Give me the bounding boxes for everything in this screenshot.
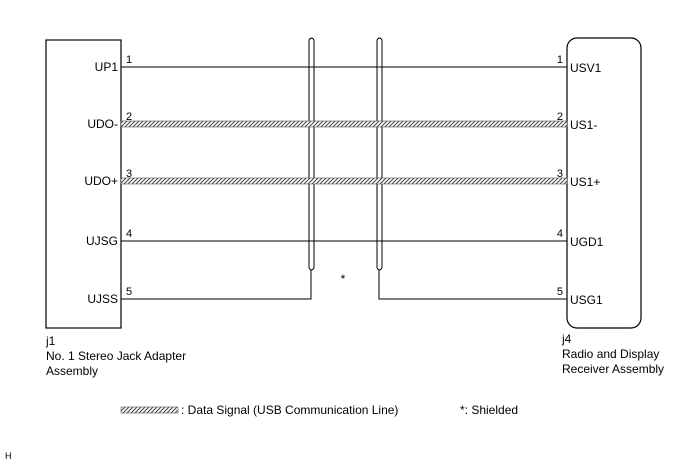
right-signal-4: UGD1 bbox=[570, 235, 604, 249]
right-signal-2: US1- bbox=[570, 118, 597, 132]
wire-5-left-segment bbox=[121, 270, 312, 300]
left-signal-3: UDO+ bbox=[84, 174, 118, 188]
right-pin-4: 4 bbox=[557, 228, 563, 240]
wire-5-right-segment bbox=[378, 270, 567, 300]
legend-data-signal-label: : Data Signal (USB Communication Line) bbox=[181, 403, 398, 417]
right-signal-1: USV1 bbox=[570, 61, 602, 75]
left-pin-4: 4 bbox=[126, 228, 132, 240]
shield-mark: * bbox=[341, 272, 346, 286]
left-component-id: j1 bbox=[45, 334, 56, 348]
right-pin-1: 1 bbox=[557, 54, 563, 66]
shield-sleeve bbox=[308, 37, 383, 271]
left-pin-5: 5 bbox=[126, 286, 132, 298]
right-component-name-line2: Receiver Assembly bbox=[562, 362, 664, 376]
legend-shielded-label: *: Shielded bbox=[460, 403, 518, 417]
left-component-box bbox=[45, 39, 122, 329]
left-signal-4: UJSG bbox=[86, 234, 118, 248]
right-component-name-line1: Radio and Display bbox=[562, 347, 659, 361]
right-pin-3: 3 bbox=[557, 168, 563, 180]
corner-label: H bbox=[5, 451, 12, 461]
right-signal-5: USG1 bbox=[570, 293, 603, 307]
legend-data-signal-swatch bbox=[120, 406, 179, 414]
right-pin-2: 2 bbox=[557, 111, 563, 123]
left-pin-1: 1 bbox=[126, 54, 132, 66]
right-pin-5: 5 bbox=[557, 286, 563, 298]
left-signal-1: UP1 bbox=[95, 60, 119, 74]
right-signal-3: US1+ bbox=[570, 175, 600, 189]
left-pin-3: 3 bbox=[126, 168, 132, 180]
wire-3-data-line bbox=[120, 177, 568, 185]
right-component-id: j4 bbox=[561, 332, 572, 346]
left-signal-2: UDO- bbox=[87, 117, 118, 131]
wire-2-data-line bbox=[120, 120, 568, 128]
left-signal-5: UJSS bbox=[87, 292, 118, 306]
left-component-name-line1: No. 1 Stereo Jack Adapter bbox=[46, 349, 186, 363]
left-pin-2: 2 bbox=[126, 111, 132, 123]
left-component-name-line2: Assembly bbox=[46, 364, 98, 378]
